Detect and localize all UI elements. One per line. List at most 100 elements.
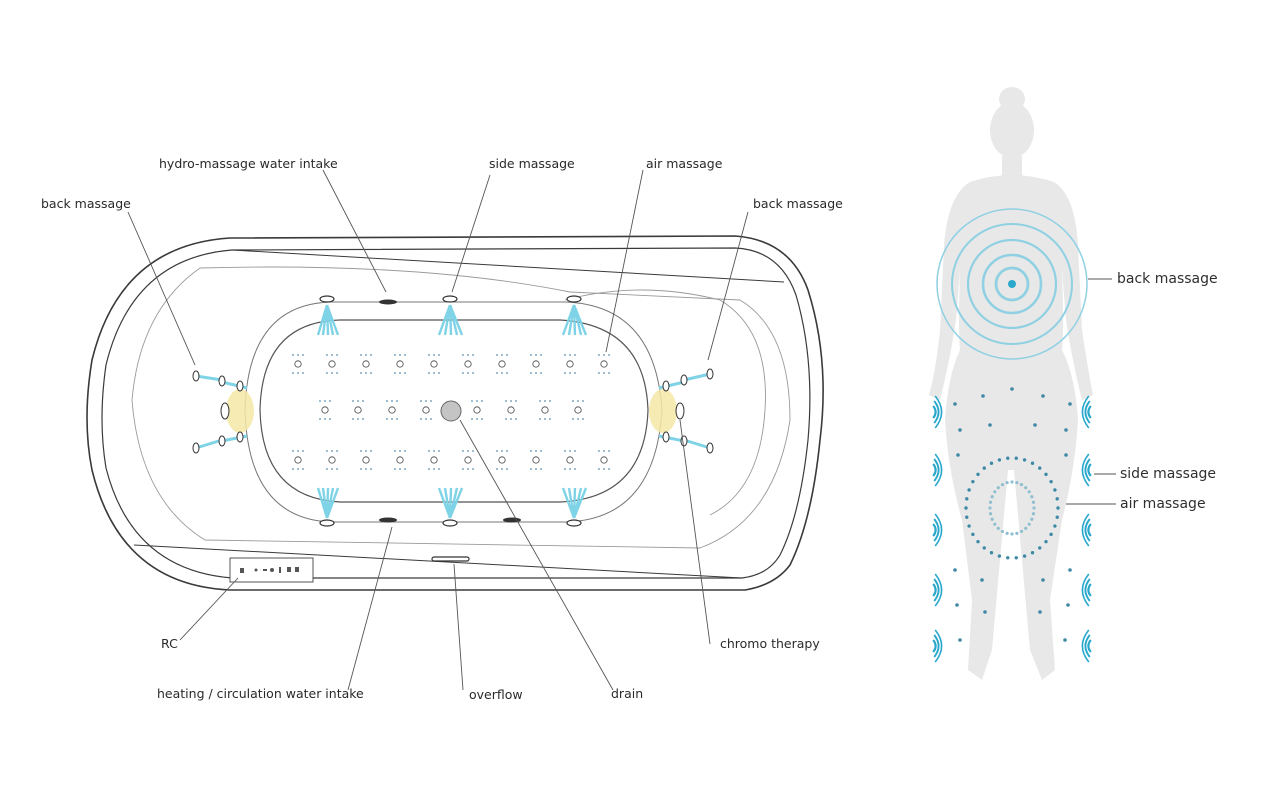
air-dot bbox=[971, 479, 975, 484]
air-dot bbox=[993, 522, 997, 526]
air-dot bbox=[956, 453, 960, 457]
air-nozzle bbox=[386, 400, 398, 420]
air-dot bbox=[1068, 402, 1072, 406]
air-dot bbox=[1031, 512, 1036, 516]
air-nozzle bbox=[420, 400, 432, 420]
drain-icon bbox=[440, 400, 462, 422]
air-dot bbox=[953, 402, 957, 406]
tub-rim-top-line bbox=[231, 249, 785, 283]
air-dot bbox=[953, 568, 957, 572]
air-dot bbox=[997, 554, 1002, 558]
air-dot bbox=[1006, 456, 1010, 460]
air-dot bbox=[1044, 539, 1048, 544]
tub-seat-area bbox=[244, 301, 663, 523]
back-jet-heads-left bbox=[192, 370, 244, 454]
air-dot bbox=[1038, 546, 1042, 550]
label-body-air-massage: air massage bbox=[1120, 496, 1206, 512]
air-nozzle bbox=[598, 450, 610, 470]
air-dot bbox=[1066, 603, 1070, 607]
air-nozzle bbox=[326, 450, 338, 470]
air-nozzle bbox=[530, 354, 542, 374]
air-dot bbox=[1064, 428, 1068, 432]
heating-intake-bottom bbox=[379, 517, 397, 523]
chromo-light-left-ring bbox=[220, 402, 230, 420]
air-nozzle bbox=[360, 354, 372, 374]
side-jet-bottom-3 bbox=[561, 487, 588, 527]
air-dot bbox=[1044, 472, 1048, 477]
air-nozzle bbox=[505, 400, 517, 420]
air-nozzle bbox=[352, 400, 364, 420]
air-dot bbox=[1053, 524, 1057, 528]
label-body-back-massage: back massage bbox=[1117, 271, 1218, 287]
air-dot bbox=[1063, 638, 1067, 642]
air-dot bbox=[1014, 456, 1018, 460]
label-hydro-intake: hydro-massage water intake bbox=[159, 156, 338, 171]
air-dot bbox=[965, 497, 969, 501]
air-nozzle bbox=[530, 450, 542, 470]
air-dot bbox=[988, 500, 993, 504]
air-dot bbox=[964, 506, 968, 510]
air-dot bbox=[1027, 522, 1031, 526]
side-wave bbox=[932, 629, 943, 663]
air-dot bbox=[1006, 556, 1010, 560]
air-dot bbox=[1038, 610, 1042, 614]
air-dot bbox=[1030, 517, 1034, 521]
air-nozzle bbox=[572, 400, 584, 420]
label-heating-intake: heating / circulation water intake bbox=[157, 686, 364, 701]
air-dot bbox=[996, 486, 1000, 490]
air-dot bbox=[967, 488, 971, 492]
air-dot bbox=[1030, 551, 1035, 555]
air-dot bbox=[1019, 482, 1024, 487]
air-dot bbox=[989, 551, 994, 555]
air-massage-dots bbox=[953, 387, 1072, 642]
air-dot bbox=[990, 495, 994, 499]
air-dot bbox=[1015, 481, 1019, 485]
label-air-massage: air massage bbox=[646, 156, 723, 171]
air-dot bbox=[1033, 423, 1037, 427]
air-dot bbox=[1000, 529, 1005, 534]
air-dot bbox=[1019, 529, 1024, 534]
air-dot bbox=[1055, 497, 1059, 501]
chromo-light-left bbox=[226, 389, 254, 433]
chromo-light-right bbox=[649, 389, 677, 433]
air-dot bbox=[988, 512, 993, 516]
air-dot bbox=[988, 506, 992, 510]
label-side-massage: side massage bbox=[489, 156, 575, 171]
label-drain: drain bbox=[611, 686, 644, 701]
tub-basin bbox=[131, 266, 791, 549]
air-nozzle bbox=[292, 450, 304, 470]
air-dot bbox=[1000, 482, 1005, 487]
air-dot bbox=[997, 458, 1002, 462]
air-dot bbox=[1005, 481, 1009, 485]
side-wave bbox=[932, 513, 943, 547]
side-wave bbox=[1081, 453, 1092, 487]
back-massage-rings bbox=[936, 208, 1088, 360]
air-nozzle bbox=[428, 354, 440, 374]
side-jet-bottom-2 bbox=[437, 487, 464, 527]
air-dot bbox=[958, 638, 962, 642]
side-massage-waves bbox=[932, 395, 1092, 663]
air-nozzle bbox=[471, 400, 483, 420]
air-dot bbox=[976, 472, 980, 477]
air-nozzle bbox=[564, 354, 576, 374]
air-dot bbox=[1010, 387, 1014, 391]
air-dot bbox=[1049, 532, 1053, 537]
air-dot bbox=[988, 423, 992, 427]
air-dot bbox=[1041, 578, 1045, 582]
chromo-light-right-ring bbox=[675, 402, 685, 420]
side-jet-top-2 bbox=[437, 295, 464, 336]
air-dot bbox=[993, 490, 997, 494]
air-nozzle bbox=[564, 450, 576, 470]
hydro-intake-bottom bbox=[503, 517, 521, 523]
air-dot bbox=[1032, 506, 1036, 510]
tub-right-headrest bbox=[564, 289, 766, 516]
air-dot bbox=[1010, 532, 1014, 536]
label-body-side-massage: side massage bbox=[1120, 466, 1217, 482]
air-dot bbox=[989, 461, 994, 465]
overflow-slot bbox=[431, 556, 470, 562]
remote-control-icons bbox=[240, 567, 299, 573]
air-dot bbox=[981, 394, 985, 398]
air-dot bbox=[1030, 461, 1035, 465]
air-dot bbox=[1005, 531, 1009, 535]
